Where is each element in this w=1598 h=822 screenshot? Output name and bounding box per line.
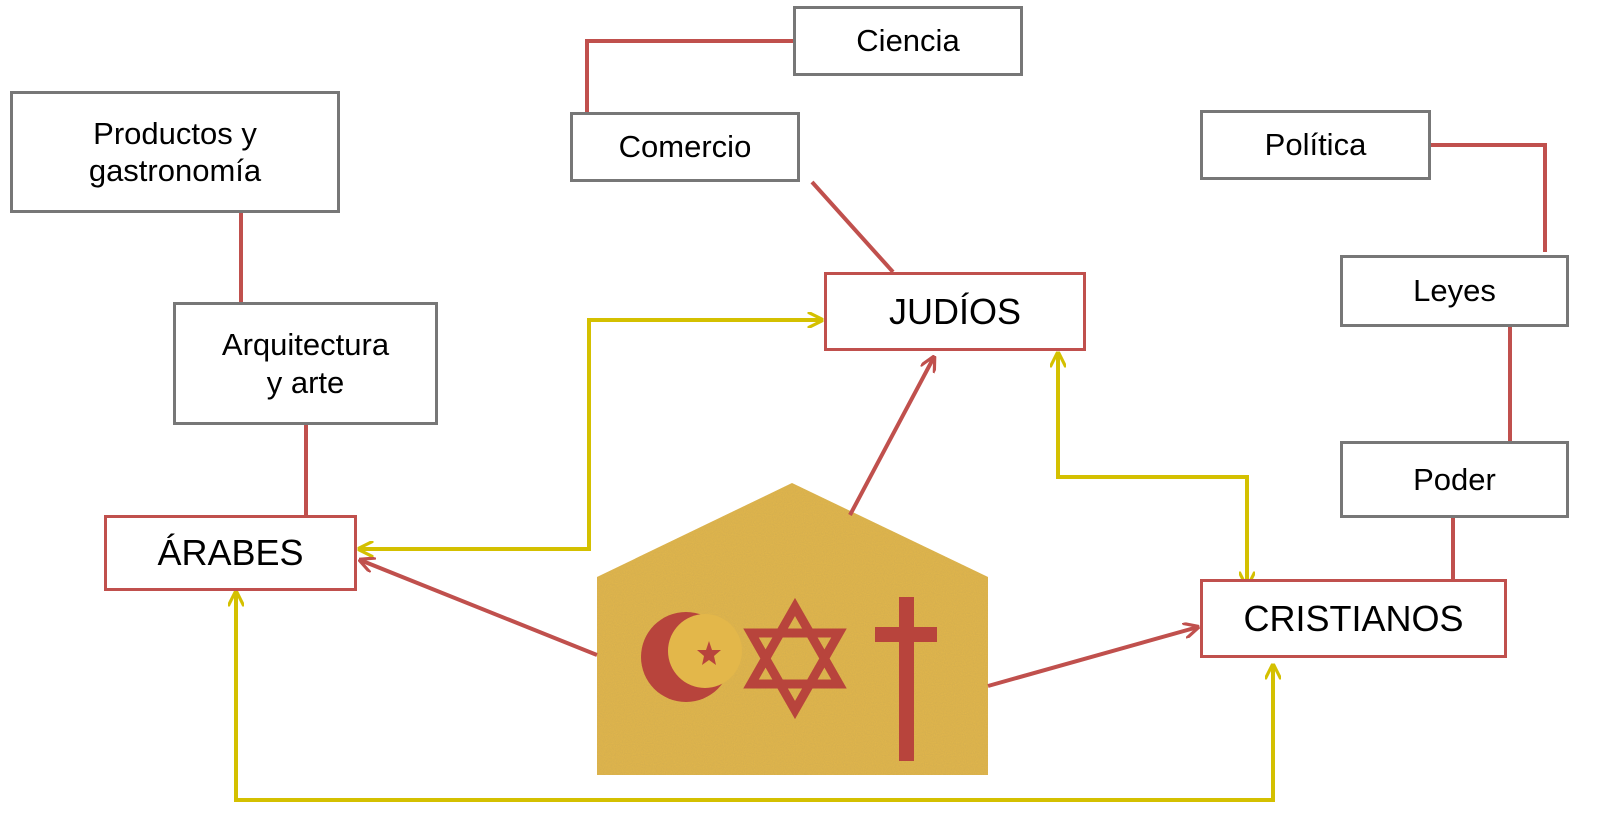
group-arabes-box: ÁRABES <box>104 515 357 591</box>
topic-arquitectura-line1: Arquitectura <box>221 327 390 363</box>
relation-judios-cristianos <box>1058 353 1247 586</box>
connector-comercio-judios <box>810 180 895 274</box>
relation-arabes-judios <box>359 320 822 549</box>
relation-arabes-cristianos <box>236 592 1273 802</box>
topic-politica-box: Política <box>1200 110 1431 180</box>
arrow-emblem-arabes <box>360 560 598 657</box>
emblem <box>597 483 988 775</box>
arrow-emblem-judios <box>848 357 934 516</box>
connector-ciencia-comercio <box>585 39 795 112</box>
topic-productos-line2: gastronomía <box>88 153 262 188</box>
topic-arquitectura-line2: y arte <box>266 364 345 400</box>
topic-connectors <box>239 39 1547 579</box>
topic-productos-box: Productos y gastronomía <box>10 91 340 213</box>
topic-ciencia-box: Ciencia <box>793 6 1023 76</box>
relation-arrows <box>236 320 1273 802</box>
topic-arquitectura-box: Arquitectura y arte <box>173 302 438 425</box>
group-judios-box: JUDÍOS <box>824 272 1086 351</box>
topic-productos-line1: Productos y <box>93 115 257 151</box>
topic-comercio-box: Comercio <box>570 112 800 182</box>
arrow-emblem-cristianos <box>987 627 1198 688</box>
group-cristianos-box: CRISTIANOS <box>1200 579 1507 658</box>
topic-leyes-box: Leyes <box>1340 255 1569 327</box>
topic-poder-box: Poder <box>1340 441 1569 518</box>
connector-politica-leyes <box>1431 143 1547 252</box>
